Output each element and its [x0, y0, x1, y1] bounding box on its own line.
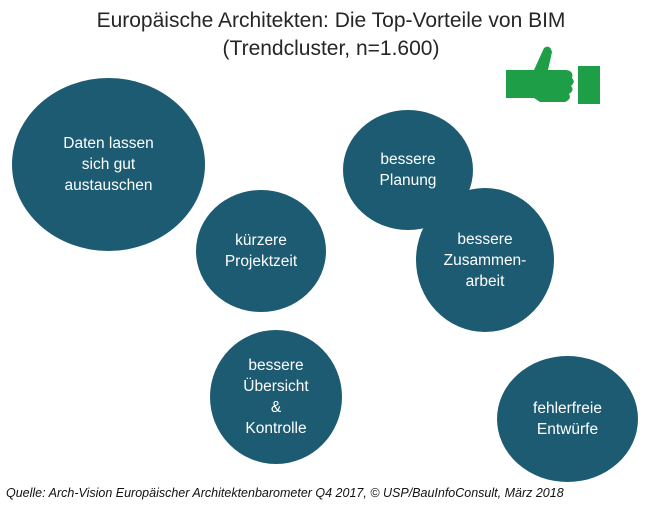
- bubble-label-line: Planung: [379, 172, 437, 189]
- bubble-daten-austauschen: Daten lassen sich gut austauschen: [12, 78, 205, 251]
- bubble-label-line: Projektzeit: [224, 253, 298, 270]
- bubble-label-line: Übersicht: [243, 378, 309, 395]
- bubble-label-line: bessere: [380, 151, 436, 168]
- bubble-label-line: Zusammen-: [443, 251, 527, 269]
- source-note: Quelle: Arch-Vision Europäischer Archite…: [6, 486, 564, 500]
- bubble-label-line: kürzere: [235, 232, 287, 249]
- bubble-label-line: Entwürfe: [536, 421, 599, 438]
- bubble-bessere-uebersicht-kontrolle: bessere Übersicht & Kontrolle: [210, 330, 342, 464]
- bubble-label-line: fehlerfreie: [533, 400, 602, 417]
- page-title: Europäische Architekten: Die Top-Vorteil…: [96, 9, 566, 32]
- bubble-label-line: bessere: [248, 357, 304, 374]
- bubble-label-line: Daten lassen: [63, 135, 154, 152]
- bubble-label-line: Kontrolle: [245, 420, 307, 437]
- bubble-bessere-zusammenarbeit: bessere Zusammen- arbeit: [416, 188, 554, 332]
- bubble-label-line: sich gut: [81, 156, 136, 173]
- bubble-label-line: arbeit: [465, 272, 505, 290]
- page-subtitle: (Trendcluster, n=1.600): [222, 37, 440, 60]
- bubble-fehlerfreie-entwuerfe: fehlerfreie Entwürfe: [497, 356, 638, 482]
- bubble-kuerzere-projektzeit: kürzere Projektzeit: [196, 190, 326, 312]
- thumbs-up-icon: [506, 46, 600, 104]
- bubble-label-line: bessere: [457, 230, 513, 248]
- bubble-label-line: austauschen: [64, 177, 153, 194]
- bubble-label-line: &: [270, 399, 282, 416]
